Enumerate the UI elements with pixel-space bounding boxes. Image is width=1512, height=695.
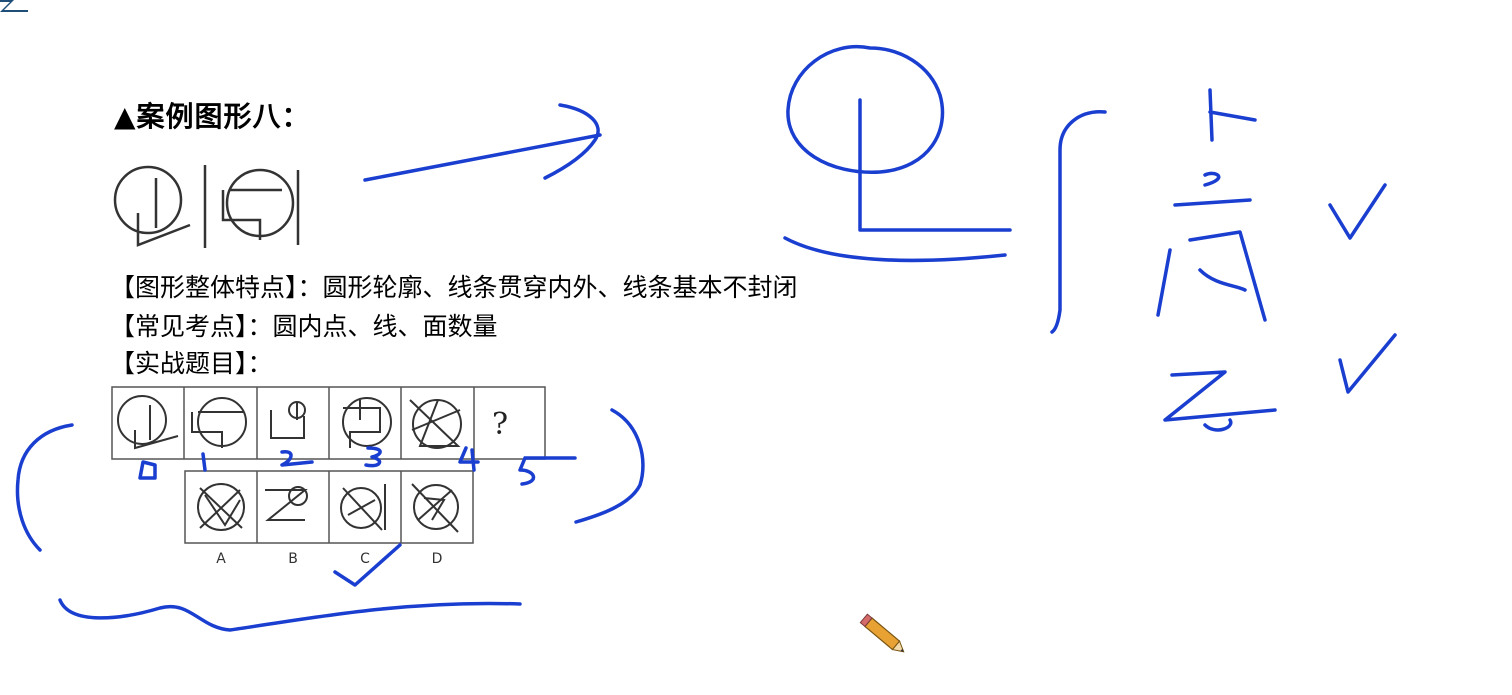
ink-num-2 [280, 450, 314, 467]
question-cell-2 [191, 397, 247, 448]
option-b-figure [265, 486, 308, 521]
ink-left-bracket [15, 423, 74, 552]
ink-char-mian [1163, 370, 1277, 432]
ink-annotations [15, 45, 1397, 632]
option-d-label: D [432, 551, 443, 567]
ink-char-xian [1156, 230, 1267, 322]
ink-num-0 [138, 460, 157, 480]
ink-inner-stroke [858, 98, 1012, 232]
test-points-text: 【常见考点】：圆内点、线、面数量 [110, 312, 498, 341]
ink-check-bottom [1338, 333, 1397, 394]
option-c-label: C [360, 551, 370, 567]
ink-num-3 [364, 446, 382, 468]
ink-arrow [363, 103, 602, 182]
ink-num-1 [201, 452, 207, 472]
ink-underline [783, 236, 1007, 263]
question-mark: ? [492, 407, 508, 442]
option-d-figure [411, 483, 459, 533]
question-cell-5 [409, 399, 462, 449]
ink-bottom-wave [58, 598, 522, 632]
question-cell-1 [117, 395, 179, 450]
example-figure [113, 165, 300, 248]
ink-big-circle [786, 45, 945, 174]
option-a-figure [197, 483, 245, 531]
ink-right-bracket [574, 408, 645, 524]
features-text: 【图形整体特点】：圆形轮廓、线条贯穿内外、线条基本不封闭 [110, 273, 798, 302]
question-cell-3 [270, 401, 306, 439]
ink-num-5 [518, 456, 577, 486]
option-a-label: A [216, 551, 226, 567]
slide-title: ▲案例图形八： [114, 100, 311, 133]
pencil-icon [859, 613, 905, 653]
option-b-label: B [288, 551, 298, 567]
option-c-figure [340, 484, 386, 531]
ink-char-dian [1173, 88, 1257, 207]
ink-check-c [333, 543, 402, 587]
practice-heading: 【实战题目】： [110, 349, 273, 378]
options-row [184, 470, 474, 544]
question-cell-4 [342, 397, 392, 448]
question-row [111, 386, 546, 460]
ink-num-4 [458, 446, 480, 472]
logo-icon [0, 0, 28, 12]
ink-check-top [1328, 183, 1387, 240]
ink-brace [1050, 110, 1107, 334]
